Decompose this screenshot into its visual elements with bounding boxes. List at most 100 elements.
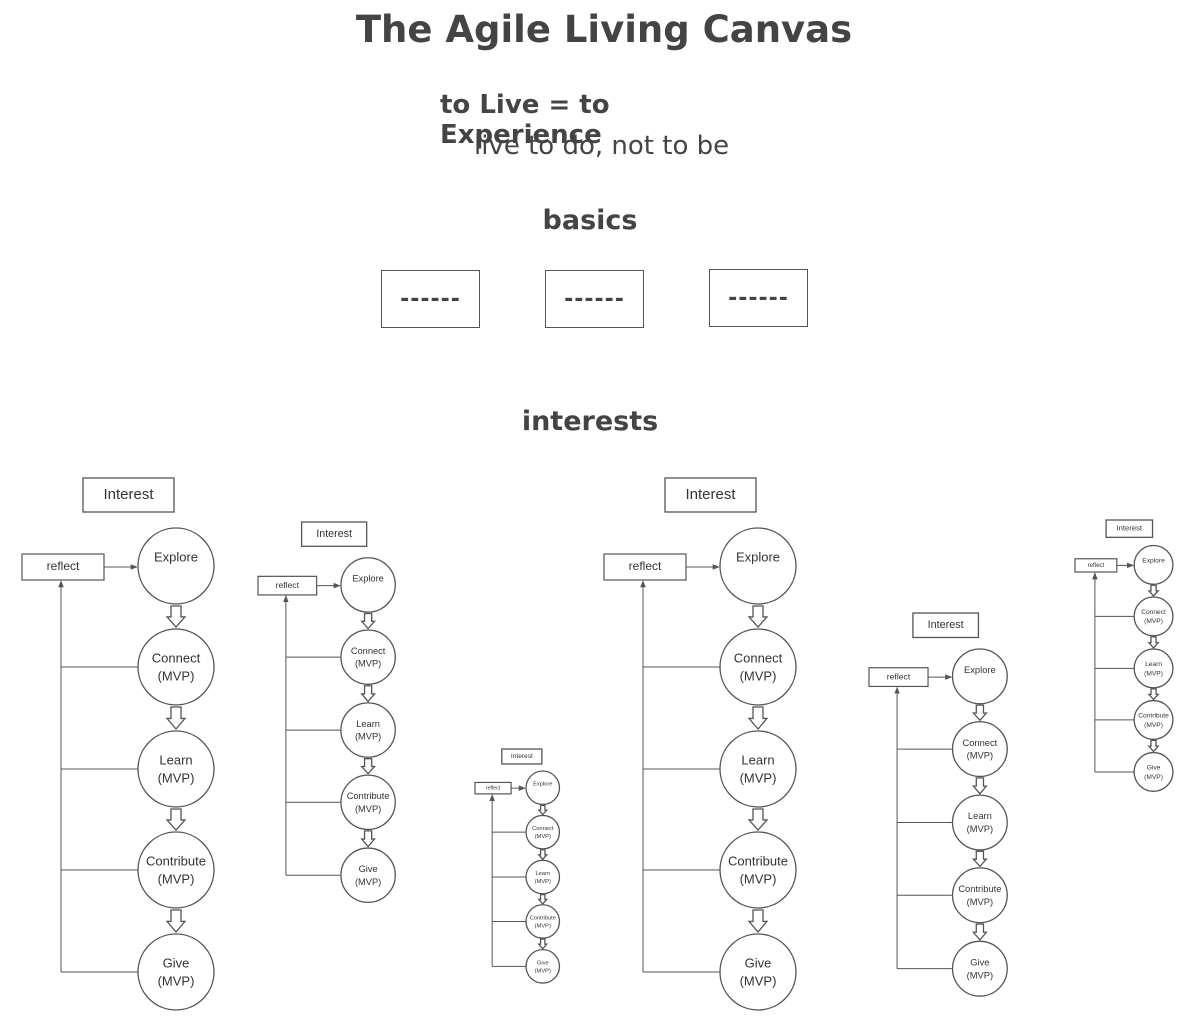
step-label-learn: Learn <box>741 752 774 767</box>
step-label-explore: Explore <box>1142 558 1165 565</box>
step-down-arrow <box>971 923 988 941</box>
step-sublabel-mvp: (MVP) <box>967 824 993 834</box>
step-circle-connect <box>525 814 561 850</box>
step-circle-connect <box>719 628 797 706</box>
step-circle-learn <box>340 702 396 758</box>
interest-flow-4: InterestreflectExploreConnect(MVP)Learn(… <box>603 477 797 1011</box>
step-circle-give <box>1133 751 1174 792</box>
step-sublabel-mvp: (MVP) <box>158 668 195 683</box>
basics-box-1: ------ <box>381 270 480 328</box>
step-label-give: Give <box>970 957 989 967</box>
step-sublabel-mvp: (MVP) <box>967 970 993 980</box>
interest-box <box>82 477 175 513</box>
step-sublabel-mvp: (MVP) <box>158 973 195 988</box>
page-tagline: live to do, not to be <box>474 131 730 161</box>
step-down-arrow <box>1147 739 1160 753</box>
interest-label: Interest <box>928 619 964 631</box>
step-label-contribute: Contribute <box>347 791 390 801</box>
step-down-arrow <box>537 804 549 816</box>
step-circle-explore <box>719 527 797 605</box>
step-label-explore: Explore <box>964 665 996 675</box>
step-label-learn: Learn <box>159 752 192 767</box>
step-down-arrow <box>1147 688 1160 701</box>
step-down-arrow <box>165 909 187 934</box>
interest-box <box>912 612 980 639</box>
step-label-learn: Learn <box>535 871 550 877</box>
step-sublabel-mvp: (MVP) <box>535 968 551 974</box>
step-sublabel-mvp: (MVP) <box>740 668 777 683</box>
step-circle-give <box>951 940 1008 997</box>
step-circle-connect <box>137 628 215 706</box>
basics-box-3: ------ <box>709 269 808 327</box>
step-circle-learn <box>1133 648 1174 689</box>
step-label-give: Give <box>745 955 772 970</box>
step-down-arrow <box>747 605 769 628</box>
step-label-explore: Explore <box>736 549 780 564</box>
step-label-contribute: Contribute <box>530 915 556 921</box>
step-sublabel-mvp: (MVP) <box>1144 670 1163 677</box>
step-sublabel-mvp: (MVP) <box>355 804 381 814</box>
reflect-label: reflect <box>887 671 911 681</box>
step-down-arrow <box>747 808 769 831</box>
step-circle-learn <box>525 859 561 895</box>
interest-box <box>1105 519 1154 538</box>
step-circle-explore <box>1133 544 1174 585</box>
step-label-give: Give <box>163 955 190 970</box>
interest-label: Interest <box>1117 524 1143 533</box>
reflect-label: reflect <box>486 786 501 792</box>
interest-flow-2: InterestreflectExploreConnect(MVP)Learn(… <box>257 521 396 904</box>
interest-flow-1: InterestreflectExploreConnect(MVP)Learn(… <box>21 477 215 1011</box>
step-circle-give <box>525 948 561 984</box>
step-label-connect: Connect <box>532 826 554 832</box>
step-sublabel-mvp: (MVP) <box>740 973 777 988</box>
step-down-arrow <box>537 938 549 950</box>
step-label-learn: Learn <box>356 719 380 729</box>
step-label-connect: Connect <box>152 650 201 665</box>
step-label-give: Give <box>1147 765 1161 772</box>
step-down-arrow <box>971 704 988 722</box>
step-sublabel-mvp: (MVP) <box>967 897 993 907</box>
step-label-contribute: Contribute <box>1138 713 1169 720</box>
step-label-contribute: Contribute <box>146 853 206 868</box>
step-circle-explore <box>525 770 561 806</box>
step-sublabel-mvp: (MVP) <box>1144 722 1163 729</box>
step-down-arrow <box>360 612 376 630</box>
step-down-arrow <box>360 830 376 848</box>
reflect-label: reflect <box>1088 562 1105 569</box>
interest-box <box>300 521 368 547</box>
reflect-label: reflect <box>47 559 80 573</box>
step-sublabel-mvp: (MVP) <box>158 871 195 886</box>
step-down-arrow <box>165 605 187 628</box>
step-down-arrow <box>747 706 769 731</box>
step-label-learn: Learn <box>968 811 992 821</box>
step-label-explore: Explore <box>533 782 552 788</box>
step-label-explore: Explore <box>154 549 198 564</box>
step-down-arrow <box>537 893 549 905</box>
step-down-arrow <box>165 706 187 731</box>
step-sublabel-mvp: (MVP) <box>967 751 993 761</box>
step-sublabel-mvp: (MVP) <box>1144 774 1163 781</box>
step-sublabel-mvp: (MVP) <box>740 871 777 886</box>
page-subtitle: to Live = to Experience <box>440 90 610 150</box>
page-title: The Agile Living Canvas <box>355 8 853 51</box>
step-down-arrow <box>747 909 769 934</box>
step-circle-connect <box>1133 596 1174 637</box>
step-sublabel-mvp: (MVP) <box>355 732 381 742</box>
step-circle-connect <box>340 629 396 685</box>
step-down-arrow <box>971 850 988 868</box>
step-down-arrow <box>971 777 988 795</box>
step-sublabel-mvp: (MVP) <box>535 879 551 885</box>
step-label-learn: Learn <box>1145 661 1162 668</box>
step-circle-contribute <box>951 867 1008 924</box>
step-circle-learn <box>951 794 1008 851</box>
step-circle-contribute <box>137 831 215 909</box>
step-sublabel-mvp: (MVP) <box>355 659 381 669</box>
step-circle-contribute <box>719 831 797 909</box>
section-heading-interests: interests <box>521 406 659 437</box>
step-label-connect: Connect <box>962 738 997 748</box>
step-circle-give <box>340 847 396 904</box>
basics-box-2: ------ <box>545 270 644 328</box>
interest-box <box>501 748 543 765</box>
